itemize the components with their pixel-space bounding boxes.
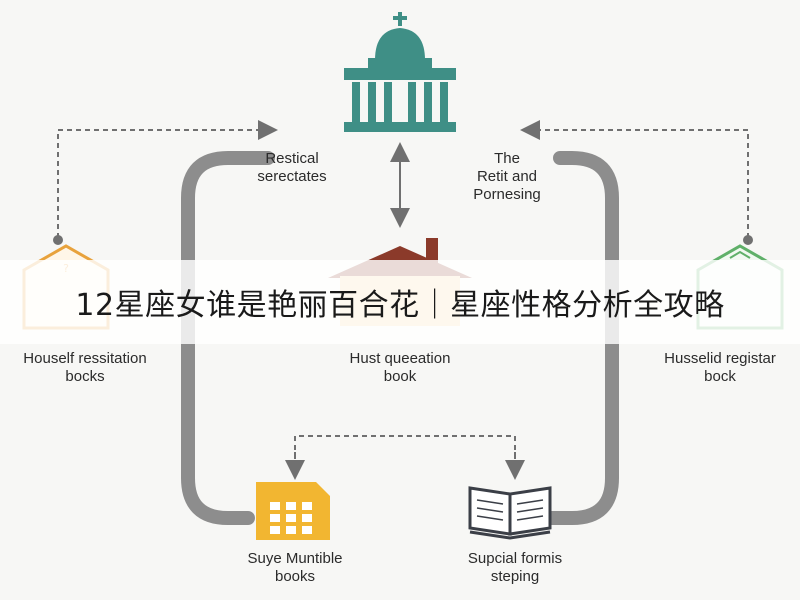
label-top-right: The Retit and Pornesing (473, 150, 541, 203)
label-left: Houself ressitation bocks (23, 350, 147, 385)
open-book-icon (468, 486, 552, 540)
title-banner: 12星座女谁是艳丽百合花｜星座性格分析全攻略 (0, 260, 800, 344)
label-top-left: Restical serectates (257, 150, 327, 185)
government-building-icon (344, 12, 456, 132)
document-icon (256, 482, 330, 540)
label-center: Hust queeation book (349, 350, 451, 385)
banner-title: 12星座女谁是艳丽百合花｜星座性格分析全攻略 (75, 288, 725, 323)
right-connector-dot (743, 235, 753, 245)
label-bottom-left: Suye Muntible books (247, 550, 343, 585)
label-right: Husselid registar bock (664, 350, 776, 385)
label-bottom-right: Supcial formis steping (467, 550, 563, 585)
dashed-connectors (57, 120, 749, 480)
left-connector-dot (53, 235, 63, 245)
